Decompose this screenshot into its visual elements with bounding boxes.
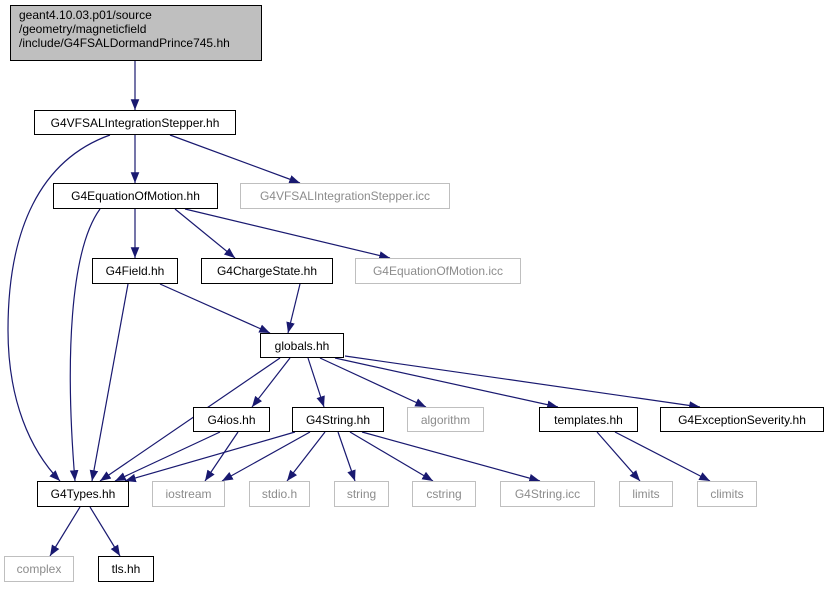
root-path-line3: /include/G4FSALDormandPrince745.hh [19, 36, 230, 50]
edge-string-string-icc [361, 431, 541, 483]
edge-types-tls [89, 506, 121, 557]
edge-globals-string [307, 357, 325, 408]
edge-string-std-string [337, 431, 356, 482]
edge-types-complex [49, 506, 81, 557]
edge-globals-exception [344, 355, 701, 410]
node-globals[interactable]: globals.hh [260, 333, 344, 358]
node-eom[interactable]: G4EquationOfMotion.hh [53, 183, 218, 209]
node-g4string-icc: G4String.icc [500, 481, 595, 507]
node-string: string [334, 481, 389, 507]
node-exception-severity[interactable]: G4ExceptionSeverity.hh [660, 407, 824, 432]
node-climits: climits [697, 481, 757, 507]
node-algorithm: algorithm [407, 407, 484, 432]
edge-string-cstring [349, 431, 434, 482]
edge-charge-globals [286, 283, 301, 334]
edge-eom-eom-icc [184, 208, 391, 260]
edge-globals-templates [334, 357, 559, 409]
root-path-line1: geant4.10.03.p01/source [19, 8, 152, 22]
edge-eom-types [69, 208, 101, 482]
node-templates[interactable]: templates.hh [539, 407, 638, 432]
edge-field-types [89, 283, 129, 482]
node-limits: limits [619, 481, 673, 507]
edge-globals-types [99, 357, 281, 482]
node-tls[interactable]: tls.hh [98, 556, 154, 582]
node-g4types[interactable]: G4Types.hh [37, 481, 129, 507]
edge-stepper-stepper-icc [169, 134, 301, 184]
node-charge-state[interactable]: G4ChargeState.hh [201, 258, 333, 284]
edge-globals-algorithm [319, 357, 427, 408]
edge-string-iostream [221, 431, 311, 482]
node-g4ios[interactable]: G4ios.hh [193, 407, 270, 432]
node-cstring: cstring [412, 481, 476, 507]
edge-string-stdio [286, 431, 326, 482]
edge-eom-charge [174, 208, 236, 259]
node-g4string[interactable]: G4String.hh [292, 407, 384, 432]
node-stdio: stdio.h [249, 481, 310, 507]
edge-ios-types [114, 431, 221, 482]
node-stepper-icc: G4VFSALIntegrationStepper.icc [240, 183, 450, 209]
edge-stepper-types [7, 134, 111, 482]
edge-globals-ios [251, 357, 291, 408]
edge-templates-limits [596, 431, 641, 482]
node-stepper[interactable]: G4VFSALIntegrationStepper.hh [34, 110, 236, 135]
node-root-header[interactable]: geant4.10.03.p01/source /geometry/magnet… [10, 5, 262, 61]
node-field[interactable]: G4Field.hh [92, 258, 178, 284]
node-iostream: iostream [152, 481, 225, 507]
edge-field-globals [159, 283, 271, 334]
edge-ios-iostream [204, 431, 239, 482]
node-eom-icc: G4EquationOfMotion.icc [355, 258, 521, 284]
edge-string-types [124, 431, 296, 483]
node-complex: complex [4, 556, 74, 582]
root-path-line2: /geometry/magneticfield [19, 22, 147, 36]
edge-templates-climits [614, 431, 711, 482]
